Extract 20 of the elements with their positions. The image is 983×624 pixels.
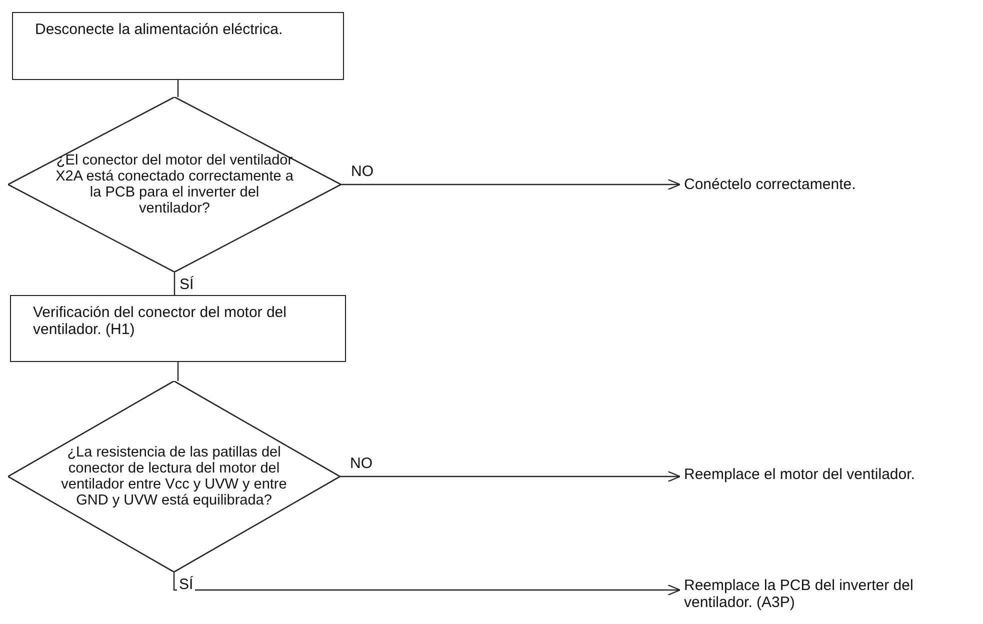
- result-text: Reemplace el motor del ventilador.: [684, 466, 915, 484]
- edge-label: SÍ: [177, 576, 196, 593]
- edge-label: NO: [348, 454, 374, 472]
- question-text: ¿La resistencia de las patillas del conector de lectura del motor del ventilador entre Vcc y UVW y entre GND y UVW está equilibrada?: [60, 444, 288, 509]
- process-box: [10, 295, 346, 362]
- process-box: [12, 12, 344, 80]
- arrow: [340, 470, 681, 482]
- question-text: ¿El conector del motor del ventilador X2A está conectado correctamente a la PCB para el inverter del ventilador?: [54, 152, 294, 217]
- connector-line: [177, 80, 179, 97]
- connector-line: [177, 362, 179, 381]
- edge-label: NO: [349, 162, 376, 180]
- result-text: Conéctelo correctamente.: [684, 176, 856, 194]
- result-text: Reemplace la PCB del inverter del ventilador. (A3P): [684, 577, 980, 612]
- arrow: [173, 572, 681, 596]
- decision-diamond: [8, 381, 340, 572]
- step-text: Verificación del conector del motor del ventilador. (H1): [33, 304, 288, 338]
- step-text: Desconecte la alimentación eléctrica.: [35, 21, 284, 38]
- arrow: [341, 178, 681, 190]
- connector-line: [174, 272, 176, 295]
- decision-diamond: [8, 97, 341, 272]
